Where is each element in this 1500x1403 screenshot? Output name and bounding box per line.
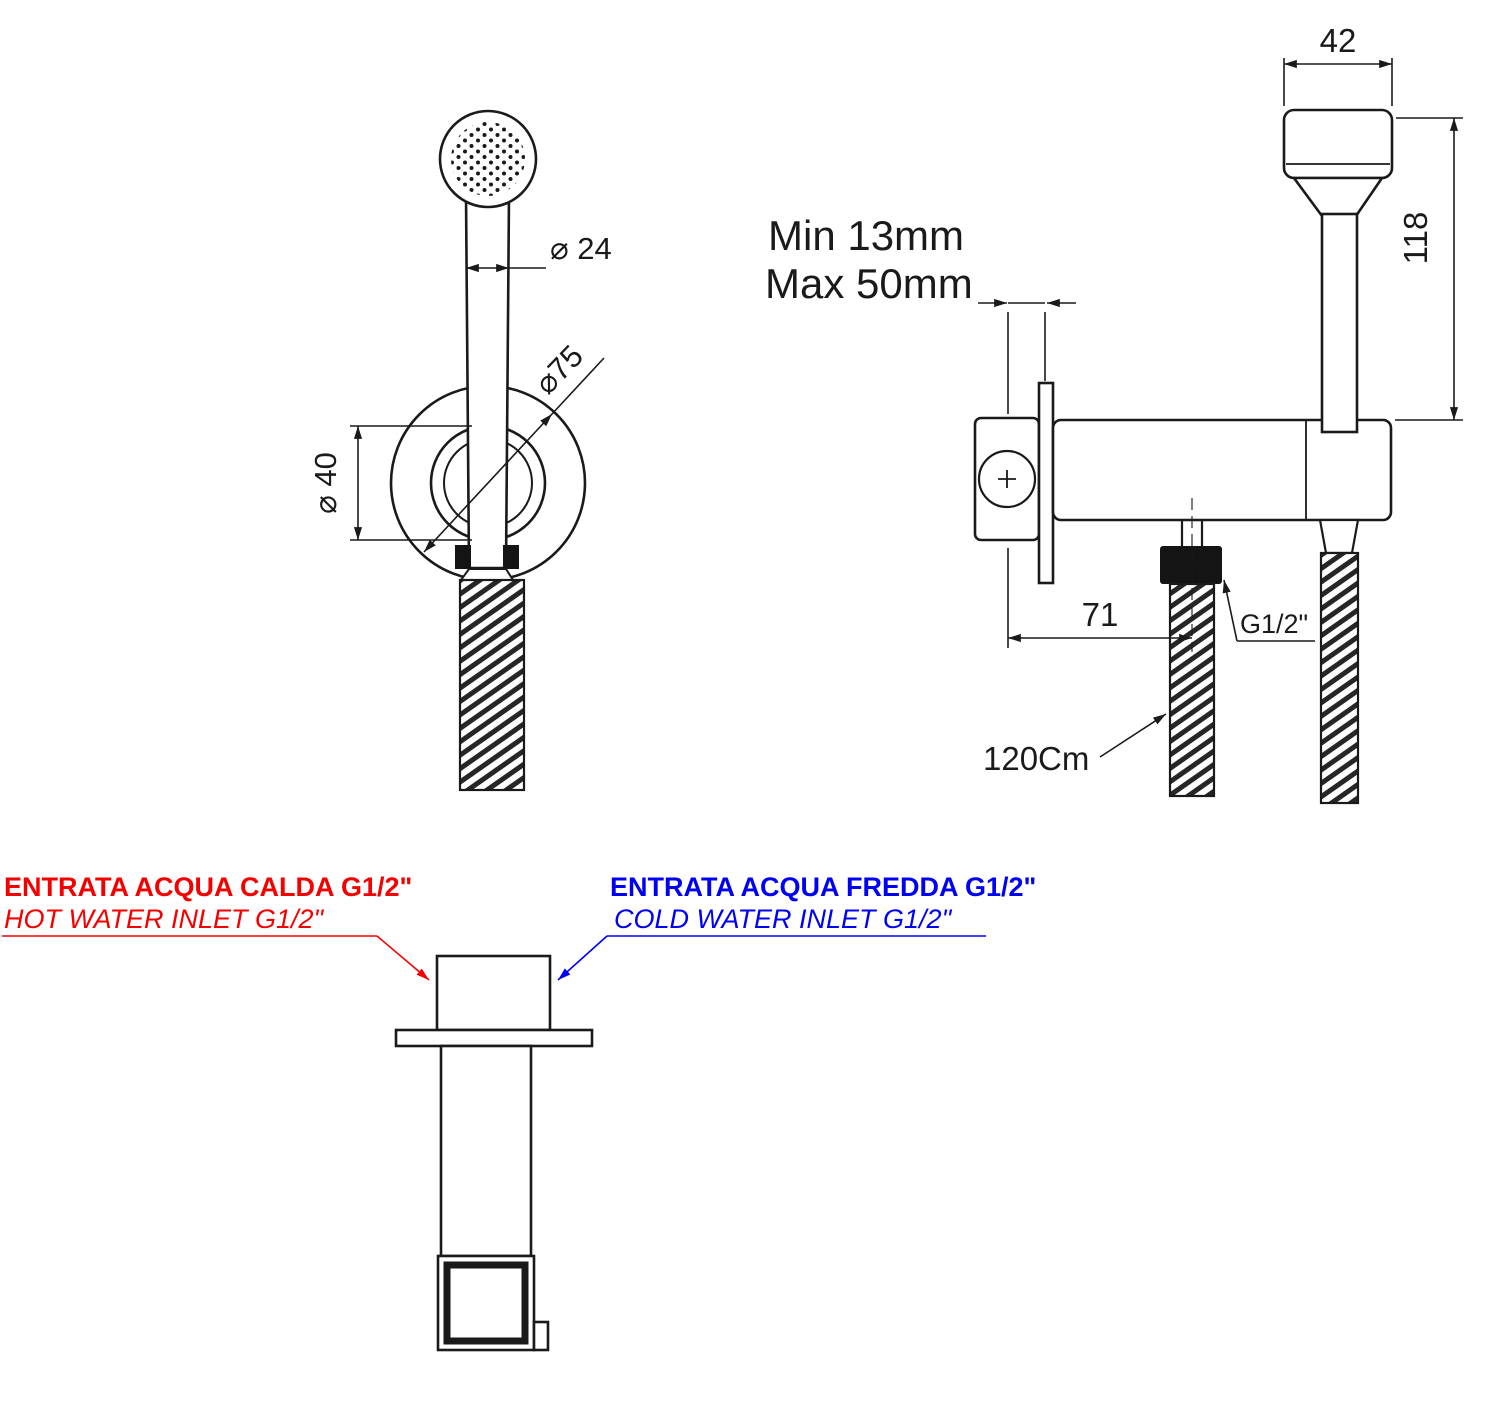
cold-inlet-leader [557, 935, 986, 981]
dim-head-width-label: 42 [1320, 22, 1357, 59]
dim-plate-outer-label: ⌀75 [528, 338, 590, 401]
dim-head-diameter-label: ⌀ 24 [550, 231, 612, 266]
handle-side [1320, 212, 1359, 434]
side-view-dimensions: 42 118 Min 13mm Max 50mm 71 [765, 22, 1463, 777]
hot-inlet-label-it: ENTRATA ACQUA CALDA G1/2" [4, 872, 412, 902]
dim-height: 118 [1395, 117, 1463, 421]
hose-front [458, 578, 526, 792]
dim-inlet-offset-label: 71 [1082, 596, 1119, 633]
hose-side-right [1319, 551, 1360, 805]
inlet-body [439, 1044, 533, 1258]
hot-inlet-leader [2, 935, 430, 981]
side-view [973, 108, 1394, 805]
outlet-nut [1160, 546, 1222, 584]
dim-ring-inner-label: ⌀ 40 [308, 452, 343, 514]
hose-connector [459, 568, 515, 581]
thread-callout: G1/2" [1222, 579, 1315, 642]
dim-head-diameter: ⌀ 24 [466, 231, 612, 273]
inlet-flange [394, 1028, 594, 1048]
bottom-view [394, 954, 594, 1352]
thread-size-label: G1/2" [1240, 609, 1308, 639]
hot-inlet-label-en: HOT WATER INLET G1/2" [4, 904, 325, 934]
handle [464, 193, 511, 570]
shower-head-side [1282, 108, 1394, 180]
valve-body [1051, 418, 1393, 522]
wall-flange [1037, 381, 1055, 585]
hose-side-left [1168, 582, 1216, 798]
cold-inlet-label-en: COLD WATER INLET G1/2" [614, 904, 953, 934]
hot-inlet-callout: ENTRATA ACQUA CALDA G1/2" HOT WATER INLE… [2, 872, 430, 981]
cold-inlet-label-it: ENTRATA ACQUA FREDDA G1/2" [610, 872, 1036, 902]
dim-wall-depth: Min 13mm Max 50mm [765, 212, 1076, 414]
front-view [389, 109, 587, 792]
inlet-block-outer [436, 1254, 536, 1352]
wall-depth-max-label: Max 50mm [765, 260, 973, 307]
dim-ring-inner: ⌀ 40 [308, 425, 472, 541]
hose-nut-left [455, 545, 471, 569]
cold-inlet-callout: ENTRATA ACQUA FREDDA G1/2" COLD WATER IN… [557, 872, 1036, 981]
dim-head-width: 42 [1283, 22, 1393, 106]
dim-inlet-offset: 71 [1007, 548, 1192, 648]
wall-depth-min-label: Min 13mm [768, 212, 964, 259]
inlet-cylinder [435, 954, 552, 1032]
hose-length-label: 120Cm [983, 740, 1089, 777]
head-taper [1291, 176, 1385, 218]
dim-height-label: 118 [1397, 212, 1434, 265]
right-hose-connector [1318, 518, 1360, 555]
hose-length-callout: 120Cm [983, 713, 1167, 777]
hose-nut-right [503, 545, 519, 569]
spray-face-dots [451, 122, 525, 196]
knob-screw [977, 449, 1037, 509]
inlet-block-tab [532, 1320, 550, 1352]
inlet-block-inner [443, 1261, 529, 1345]
